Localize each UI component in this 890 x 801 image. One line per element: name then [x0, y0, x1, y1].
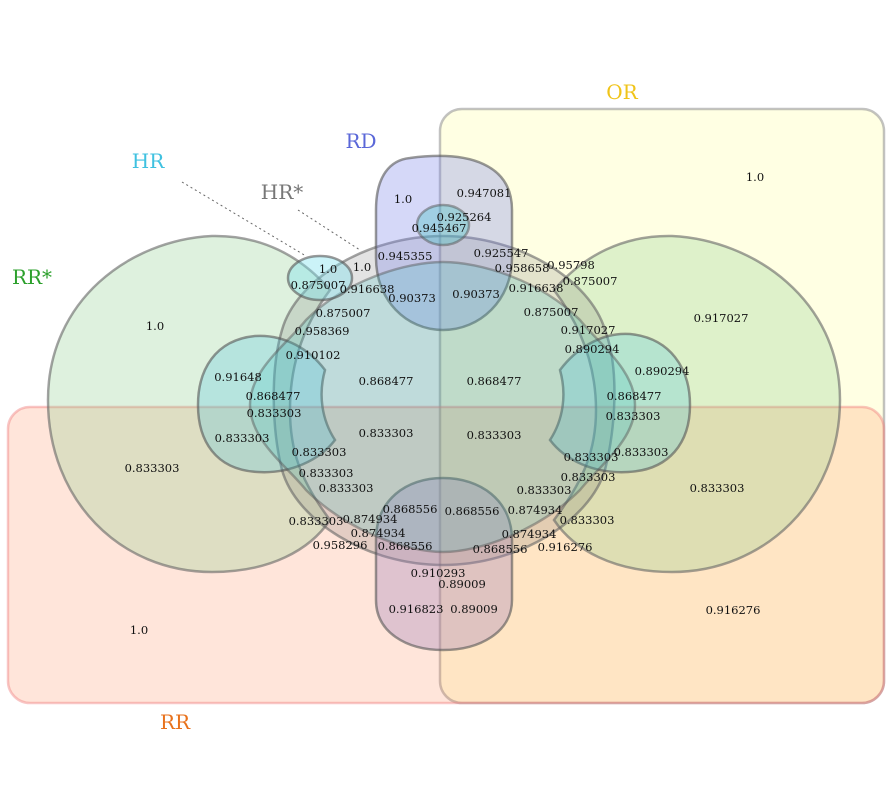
region-value: 0.916638: [340, 282, 395, 296]
region-value: 0.833303: [247, 406, 302, 420]
region-value: 1.0: [746, 170, 764, 184]
region-value: 0.910293: [411, 566, 466, 580]
region-value: 0.89009: [438, 577, 486, 591]
region-value: 0.833303: [319, 481, 374, 495]
region-value: 0.874934: [502, 527, 557, 541]
region-value: 0.875007: [291, 278, 346, 292]
set-label-or: OR: [606, 80, 638, 104]
region-value: 1.0: [394, 192, 412, 206]
region-value: 0.868556: [445, 504, 500, 518]
region-value: 0.958658: [495, 261, 550, 275]
region-value: 1.0: [130, 623, 148, 637]
region-value: 0.874934: [508, 503, 563, 517]
region-value: 0.833303: [125, 461, 180, 475]
region-value: 0.90373: [452, 287, 500, 301]
region-value: 0.89009: [450, 602, 498, 616]
region-value: 0.833303: [614, 445, 669, 459]
set-label-hr-star: HR*: [261, 180, 304, 204]
region-value: 0.868556: [473, 542, 528, 556]
set-or-shape: [438, 107, 886, 705]
set-shapes: [6, 107, 886, 705]
set-labels: OR RR RR* RD HR HR*: [12, 80, 639, 734]
set-label-hr: HR: [132, 149, 165, 173]
region-value: 0.917027: [694, 311, 749, 325]
region-value: 0.833303: [690, 481, 745, 495]
hr-leader-line: [181, 181, 307, 257]
region-value: 0.868477: [359, 374, 414, 388]
set-center-union: [248, 260, 637, 554]
region-value: 0.890294: [565, 342, 620, 356]
region-values: 1.0 0.947081 0.925264 0.945467 1.0 0.945…: [125, 170, 765, 637]
region-value: 0.916638: [509, 281, 564, 295]
region-value: 0.874934: [343, 512, 398, 526]
set-rd-shape: [374, 154, 514, 332]
region-value: 0.833303: [564, 450, 619, 464]
region-value: 0.833303: [561, 470, 616, 484]
region-value: 0.833303: [289, 514, 344, 528]
region-value: 0.833303: [359, 426, 414, 440]
region-value: 0.868556: [383, 502, 438, 516]
set-rr-star-left-lobe: [46, 234, 332, 574]
region-value: 0.916276: [538, 540, 593, 554]
region-value: 0.833303: [606, 409, 661, 423]
hr-star-leader-line: [297, 209, 361, 251]
region-value: 0.945355: [378, 249, 433, 263]
set-label-rd: RD: [345, 129, 376, 153]
region-value: 0.833303: [517, 483, 572, 497]
set-rr-shape: [6, 405, 886, 705]
region-value: 0.833303: [467, 428, 522, 442]
region-value: 0.875007: [316, 306, 371, 320]
region-value: 0.875007: [563, 274, 618, 288]
set-rd-inner-ellipse: [415, 203, 471, 247]
region-value: 0.875007: [524, 305, 579, 319]
region-value: 0.91648: [214, 370, 262, 384]
region-value: 0.90373: [388, 291, 436, 305]
region-value: 0.925264: [437, 210, 492, 224]
region-value: 0.868477: [607, 389, 662, 403]
set-hr-right-petal: [548, 332, 692, 474]
region-value: 1.0: [353, 260, 371, 274]
region-value: 0.890294: [635, 364, 690, 378]
set-bottom-lobe: [374, 476, 514, 652]
set-rr-star-right-lobe: [552, 234, 842, 574]
set-hr-left-petal: [196, 334, 337, 474]
region-value: 0.833303: [292, 445, 347, 459]
region-value: 0.868477: [246, 389, 301, 403]
region-value: 0.916276: [706, 603, 761, 617]
region-value: 0.868477: [467, 374, 522, 388]
region-value: 0.958369: [295, 324, 350, 338]
region-value: 0.917027: [561, 323, 616, 337]
set-label-rr: RR: [160, 710, 191, 734]
region-value: 0.833303: [299, 466, 354, 480]
region-value: 0.947081: [457, 186, 512, 200]
region-value: 1.0: [146, 319, 164, 333]
region-value: 0.874934: [351, 526, 406, 540]
set-hr-small-ellipse: [286, 254, 354, 302]
set-hr-star-shape: [272, 234, 616, 567]
region-value: 0.95798: [547, 258, 595, 272]
region-value: 0.910102: [286, 348, 341, 362]
region-value: 0.868556: [378, 539, 433, 553]
region-value: 0.945467: [412, 221, 467, 235]
region-value: 0.833303: [560, 513, 615, 527]
region-value: 0.916823: [389, 602, 444, 616]
set-label-rr-star: RR*: [12, 265, 52, 289]
region-value: 0.958296: [313, 538, 368, 552]
region-value: 0.833303: [215, 431, 270, 445]
region-value: 1.0: [319, 262, 337, 276]
region-value: 0.925547: [474, 246, 529, 260]
